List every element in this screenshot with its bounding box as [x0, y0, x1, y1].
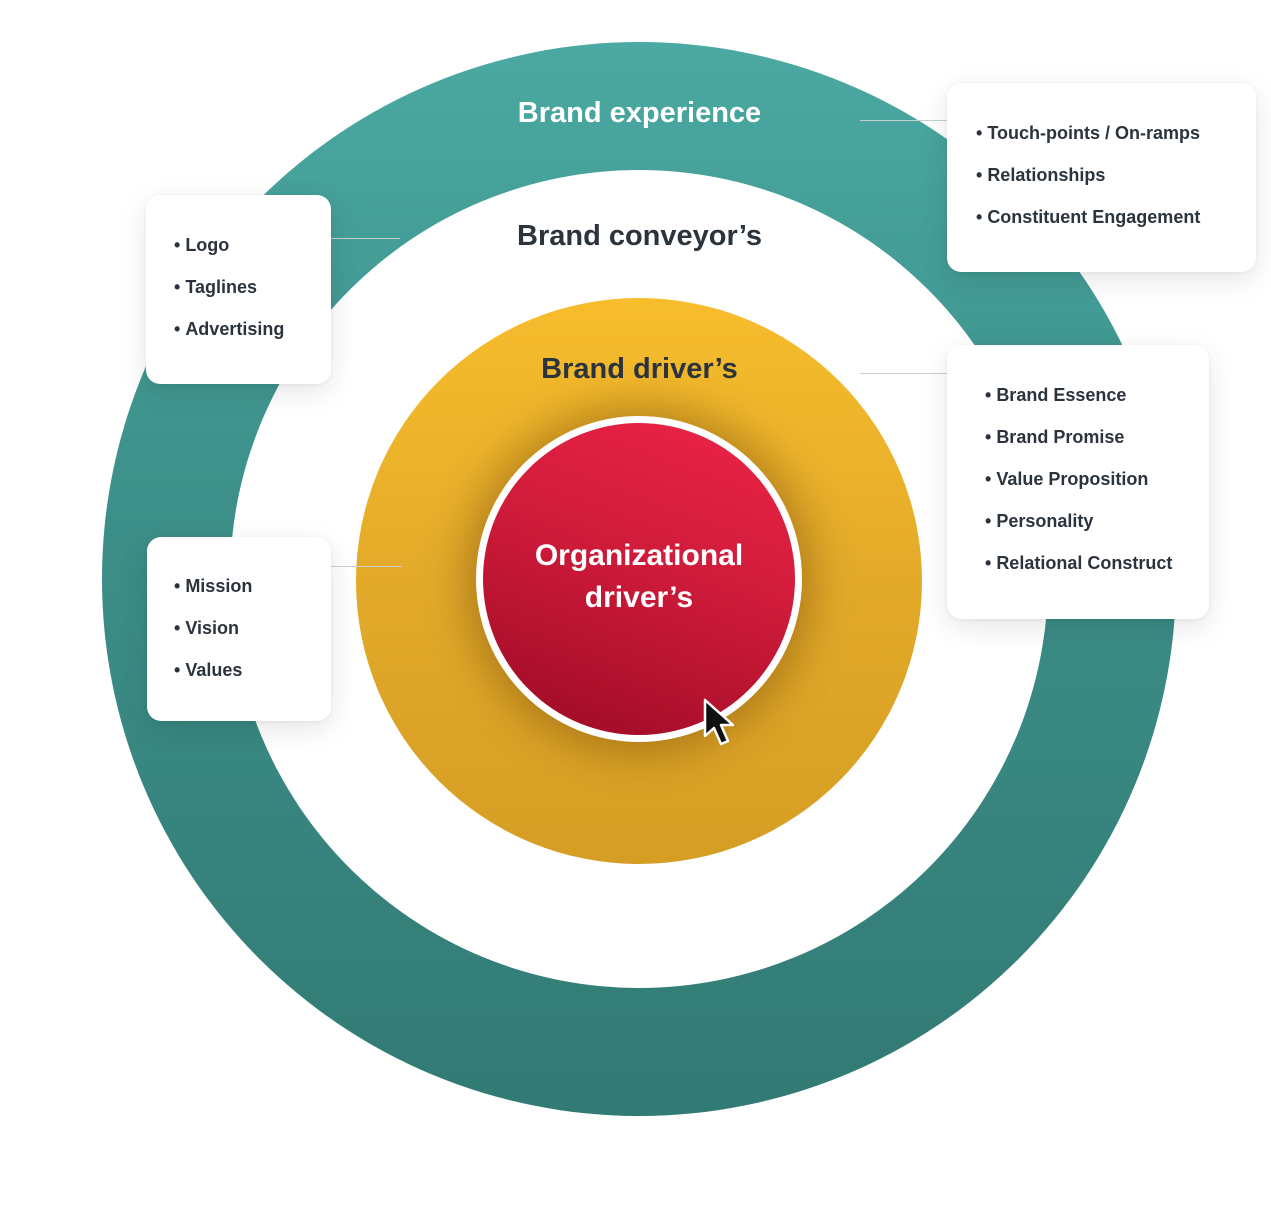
bullet-icon: •	[976, 165, 983, 185]
bullet-icon: •	[985, 511, 992, 531]
list-item-label: Mission	[185, 576, 253, 596]
brand-conveyors-list: •Logo •Taglines •Advertising	[174, 233, 331, 359]
list-item: •Vision	[174, 616, 331, 658]
list-item: •Constituent Engagement	[976, 205, 1256, 247]
bullet-icon: •	[985, 385, 992, 405]
list-item: •Values	[174, 658, 331, 700]
core-label-line-2: driver’s	[584, 581, 694, 614]
bullet-icon: •	[985, 427, 992, 447]
bullet-icon: •	[976, 207, 983, 227]
connector-experience	[860, 120, 948, 121]
list-item: •Logo	[174, 233, 331, 275]
organizational-drivers-card: •Mission •Vision •Values	[147, 537, 331, 721]
connector-organizational	[330, 566, 402, 567]
mouse-cursor-icon	[703, 698, 735, 746]
brand-conveyors-card: •Logo •Taglines •Advertising	[146, 195, 331, 384]
list-item-label: Brand Essence	[996, 385, 1127, 405]
list-item-label: Relational Construct	[996, 553, 1173, 573]
bullet-icon: •	[174, 660, 181, 680]
list-item-label: Value Proposition	[996, 469, 1149, 489]
list-item: •Mission	[174, 574, 331, 616]
list-item-label: Personality	[996, 511, 1094, 531]
list-item: •Touch-points / On-ramps	[976, 121, 1256, 163]
list-item: •Brand Promise	[985, 425, 1209, 467]
organizational-drivers-list: •Mission •Vision •Values	[174, 574, 331, 700]
connector-drivers	[860, 373, 948, 374]
bullet-icon: •	[976, 123, 983, 143]
list-item: •Relational Construct	[985, 551, 1209, 593]
bullet-icon: •	[174, 319, 181, 339]
list-item: •Taglines	[174, 275, 331, 317]
list-item-label: Relationships	[987, 165, 1106, 185]
brand-drivers-title: Brand driver’s	[541, 353, 738, 385]
core-label-line-1: Organizational	[534, 539, 744, 572]
brand-drivers-card: •Brand Essence •Brand Promise •Value Pro…	[947, 345, 1209, 619]
list-item-label: Brand Promise	[996, 427, 1125, 447]
bullet-icon: •	[174, 235, 181, 255]
list-item: •Value Proposition	[985, 467, 1209, 509]
list-item-label: Touch-points / On-ramps	[987, 123, 1200, 143]
list-item-label: Advertising	[185, 319, 285, 339]
bullet-icon: •	[985, 469, 992, 489]
organizational-drivers-core[interactable]: Organizational driver’s	[483, 423, 795, 735]
brand-conveyors-title: Brand conveyor’s	[517, 220, 762, 252]
organizational-drivers-label: Organizational driver’s	[509, 535, 769, 619]
list-item: •Relationships	[976, 163, 1256, 205]
list-item-label: Logo	[185, 235, 230, 255]
bullet-icon: •	[174, 576, 181, 596]
list-item: •Personality	[985, 509, 1209, 551]
brand-experience-list: •Touch-points / On-ramps •Relationships …	[976, 121, 1256, 247]
bullet-icon: •	[174, 277, 181, 297]
bullet-icon: •	[174, 618, 181, 638]
list-item-label: Vision	[185, 618, 239, 638]
list-item: •Advertising	[174, 317, 331, 359]
list-item-label: Constituent Engagement	[987, 207, 1201, 227]
list-item: •Brand Essence	[985, 383, 1209, 425]
bullet-icon: •	[985, 553, 992, 573]
brand-experience-title: Brand experience	[517, 97, 762, 129]
list-item-label: Taglines	[185, 277, 257, 297]
brand-experience-card: •Touch-points / On-ramps •Relationships …	[947, 83, 1256, 272]
list-item-label: Values	[185, 660, 243, 680]
brand-drivers-list: •Brand Essence •Brand Promise •Value Pro…	[985, 383, 1209, 593]
connector-conveyors	[330, 238, 400, 239]
